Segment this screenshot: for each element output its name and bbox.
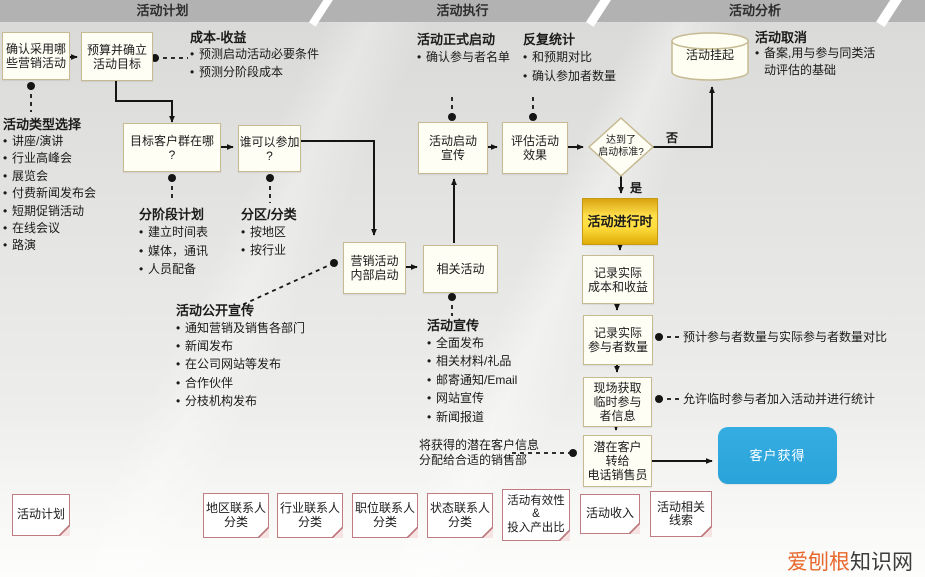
bullet-item: 在公司网站等发布 — [176, 355, 305, 373]
output-note-leads: 活动相关 线索 — [650, 491, 712, 537]
suspend-cylinder-shape — [671, 32, 749, 81]
potential-customer-box: 潜在客户 转给 电话销售员 — [583, 435, 652, 487]
solid-arrows — [69, 54, 715, 464]
output-note-effectiveness: 活动有效性 & 投入产出比 — [502, 489, 570, 541]
temp-participants-note: 允许临时参与者加入活动并进行统计 — [683, 392, 876, 406]
suspend-cylinder-label: 活动挂起 — [685, 48, 734, 62]
bullet-item: 新闻发布 — [176, 337, 305, 355]
output-note-revenue: 活动收入 — [580, 494, 640, 534]
repeat-stats-title: 反复统计 — [523, 32, 576, 47]
output-note-region-contacts: 地区联系人 分类 — [203, 493, 269, 538]
phased-plan-list: 建立时间表 媒体，通讯 人员配备 — [139, 223, 208, 279]
output-note-plan: 活动计划 — [12, 494, 70, 536]
activity-types-title: 活动类型选择 — [3, 117, 82, 132]
output-note-industry-contacts: 行业联系人 分类 — [277, 493, 343, 538]
budget-goal-box: 预算并确立 活动目标 — [81, 32, 153, 81]
onsite-info-box: 现场获取 临时参与 者信息 — [583, 377, 652, 427]
related-activity-box: 相关活动 — [423, 245, 498, 293]
zoning-list: 按地区 按行业 — [241, 223, 286, 259]
internal-launch-box: 营销活动 内部启动 — [343, 242, 406, 294]
bullet-item: 新闻报道 — [427, 408, 517, 427]
bullet-item: 分枝机构发布 — [176, 392, 305, 410]
cancel-list: 备案,用与参与同类活动评估的基础 — [755, 45, 877, 78]
bullet-item: 确认参与者名单 — [417, 48, 510, 66]
decision-label: 达到了 启动标准? — [598, 135, 644, 158]
bullet-item: 短期促销活动 — [3, 203, 96, 221]
participants-compare-note: 预计参与者数量与实际参与者数量对比 — [683, 330, 888, 344]
bullet-item: 付费新闻发布会 — [3, 185, 96, 203]
bullet-item: 媒体，通讯 — [139, 242, 208, 261]
bullet-item: 邮寄通知/Email — [427, 371, 517, 390]
target-audience-box: 目标客户群在哪 ? — [123, 123, 221, 172]
decision-yes-label: 是 — [630, 181, 643, 195]
bullet-item: 人员配备 — [139, 260, 208, 279]
output-note-position-contacts: 职位联系人 分类 — [352, 493, 418, 538]
bullet-item: 预测分阶段成本 — [190, 63, 319, 81]
bullet-item: 预测启动活动必要条件 — [190, 45, 319, 63]
phase-title-analyze: 活动分析 — [728, 3, 781, 18]
bullet-item: 备案,用与参与同类活动评估的基础 — [755, 45, 877, 78]
bullet-item: 讲座/演讲 — [3, 133, 96, 151]
bullet-item: 行业高峰会 — [3, 150, 96, 168]
phase-title-plan: 活动计划 — [136, 3, 189, 18]
bullet-item: 相关材料/礼品 — [427, 352, 517, 371]
confirm-marketing-box: 确认采用哪 些营销活动 — [2, 32, 70, 80]
bullet-item: 在线会议 — [3, 220, 96, 238]
cost-benefit-title: 成本-收益 — [190, 30, 247, 45]
decision-diamond — [587, 116, 655, 178]
output-note-status-contacts: 状态联系人 分类 — [427, 493, 493, 538]
bullet-item: 网站宣传 — [427, 389, 517, 408]
decision-no-label: 否 — [666, 131, 679, 145]
promo-title: 活动宣传 — [427, 318, 480, 333]
bullet-item: 通知营销及销售各部门 — [176, 319, 305, 337]
formal-launch-title: 活动正式启动 — [417, 32, 496, 47]
site-watermark: 爱刨根知识网 — [787, 546, 913, 576]
zoning-title: 分区/分类 — [241, 207, 297, 222]
promo-list: 全面发布 相关材料/礼品 邮寄通知/Email 网站宣传 新闻报道 — [427, 334, 517, 426]
phased-plan-title: 分阶段计划 — [139, 207, 205, 222]
assign-leads-note: 将获得的潜在客户信息 分配给合适的销售部 — [419, 438, 540, 467]
activity-running-box: 活动进行时 — [582, 198, 658, 245]
who-can-join-box: 谁可以参加 ? — [238, 125, 301, 172]
phase-title-execute: 活动执行 — [436, 3, 489, 18]
bullet-item: 展览会 — [3, 168, 96, 186]
bullet-item: 和预期对比 — [523, 48, 616, 67]
bullet-item: 全面发布 — [427, 334, 517, 353]
link-dots — [27, 54, 663, 457]
bullet-item: 确认参加者数量 — [523, 67, 616, 86]
phase-header-bar — [0, 0, 925, 22]
bullet-item: 按行业 — [241, 241, 286, 259]
public-promo-list: 通知营销及销售各部门 新闻发布 在公司网站等发布 合作伙伴 分枝机构发布 — [176, 319, 305, 410]
evaluate-effect-box: 评估活动 效果 — [502, 122, 568, 174]
record-participants-box: 记录实际 参与者数量 — [583, 315, 653, 365]
bullet-item: 路演 — [3, 237, 96, 255]
formal-launch-list: 确认参与者名单 — [417, 48, 510, 66]
watermark-brand: 爱刨根 — [787, 551, 850, 574]
repeat-stats-list: 和预期对比 确认参加者数量 — [523, 48, 616, 86]
launch-promo-box: 活动启动 宣传 — [418, 122, 488, 174]
bullet-item: 合作伙伴 — [176, 374, 305, 392]
customer-acquired-box: 客户获得 — [718, 427, 837, 484]
bullet-item: 建立时间表 — [139, 223, 208, 242]
activity-types-list: 讲座/演讲 行业高峰会 展览会 付费新闻发布会 短期促销活动 在线会议 路演 — [3, 133, 96, 255]
cancel-title: 活动取消 — [755, 30, 808, 45]
watermark-site: 知识网 — [850, 551, 913, 574]
bullet-item: 按地区 — [241, 223, 286, 241]
record-cost-box: 记录实际 成本和收益 — [582, 255, 654, 304]
cost-benefit-list: 预测启动活动必要条件 预测分阶段成本 — [190, 45, 319, 81]
public-promo-title: 活动公开宣传 — [176, 303, 255, 318]
